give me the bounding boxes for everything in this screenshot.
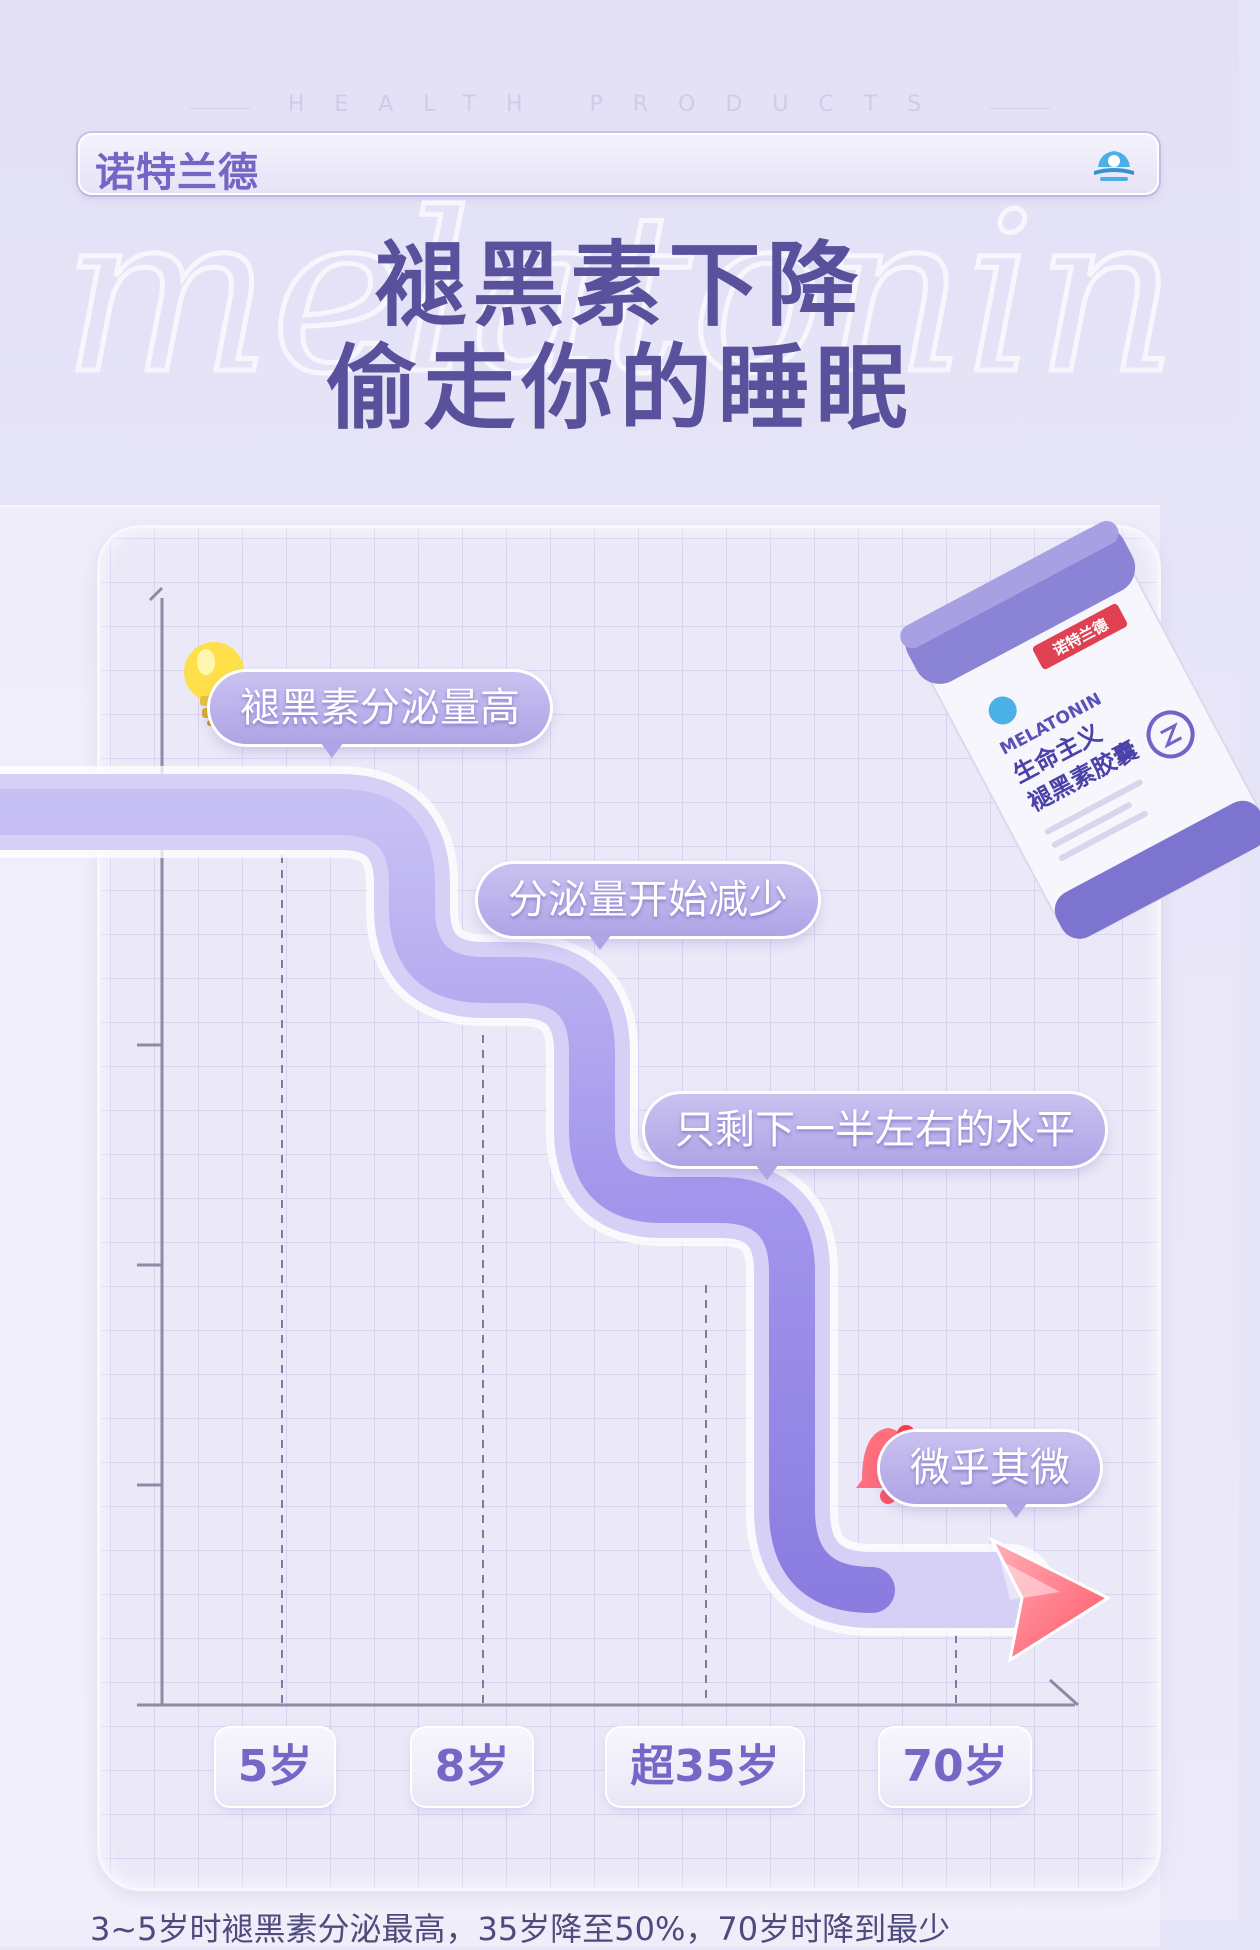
headline-line-2: 偷走你的睡眠 (325, 335, 914, 442)
annotation-bubble-half: 只剩下一半左右的水平 (645, 1094, 1105, 1180)
brand-name: 诺特兰德 (95, 150, 259, 196)
age-label-5: 5岁 (216, 1728, 334, 1806)
tagline-rule-left (190, 108, 250, 109)
brand-bar (78, 133, 1159, 195)
melatonin-curve (0, 789, 895, 1613)
annotation-label-half: 只剩下一半左右的水平 (675, 1107, 1075, 1153)
tagline: HEALTH PRODUCTS (287, 92, 952, 117)
brand-logo-icon (1094, 151, 1134, 181)
age-label-8: 8岁 (412, 1728, 532, 1806)
footer-partial-text: 3~5岁时褪黑素分泌最高，35岁降至50%，70岁时降到最少 (90, 1910, 951, 1948)
headline-line-1: 褪黑素下降 (374, 232, 865, 339)
annotation-label-minimal: 微乎其微 (910, 1445, 1070, 1491)
decline-arrowhead (988, 1536, 1112, 1664)
tagline-rule-right (990, 108, 1050, 109)
annotation-bubble-high: 褪黑素分泌量高 (210, 672, 550, 758)
decline-chart (0, 586, 1112, 1707)
annotation-bubble-decreasing: 分泌量开始减少 (478, 864, 818, 950)
y-axis-cap (148, 586, 164, 602)
age-label-35: 超35岁 (607, 1728, 803, 1806)
melatonin-bottle-image: 诺特兰德 MELATONIN 生命主义 褪黑素胶囊 (900, 520, 1260, 939)
annotation-bubble-minimal: 微乎其微 (880, 1432, 1100, 1518)
age-label-70: 70岁 (880, 1728, 1030, 1806)
annotation-label-decreasing: 分泌量开始减少 (508, 877, 788, 923)
svg-text:melatonin: melatonin (63, 166, 1178, 422)
arrowhead-highlight (1000, 1560, 1060, 1600)
melatonin-script-watermark: melatonin (60, 164, 1180, 425)
x-axis-arrowhead (1049, 1678, 1079, 1707)
annotation-label-high: 褪黑素分泌量高 (240, 685, 520, 731)
